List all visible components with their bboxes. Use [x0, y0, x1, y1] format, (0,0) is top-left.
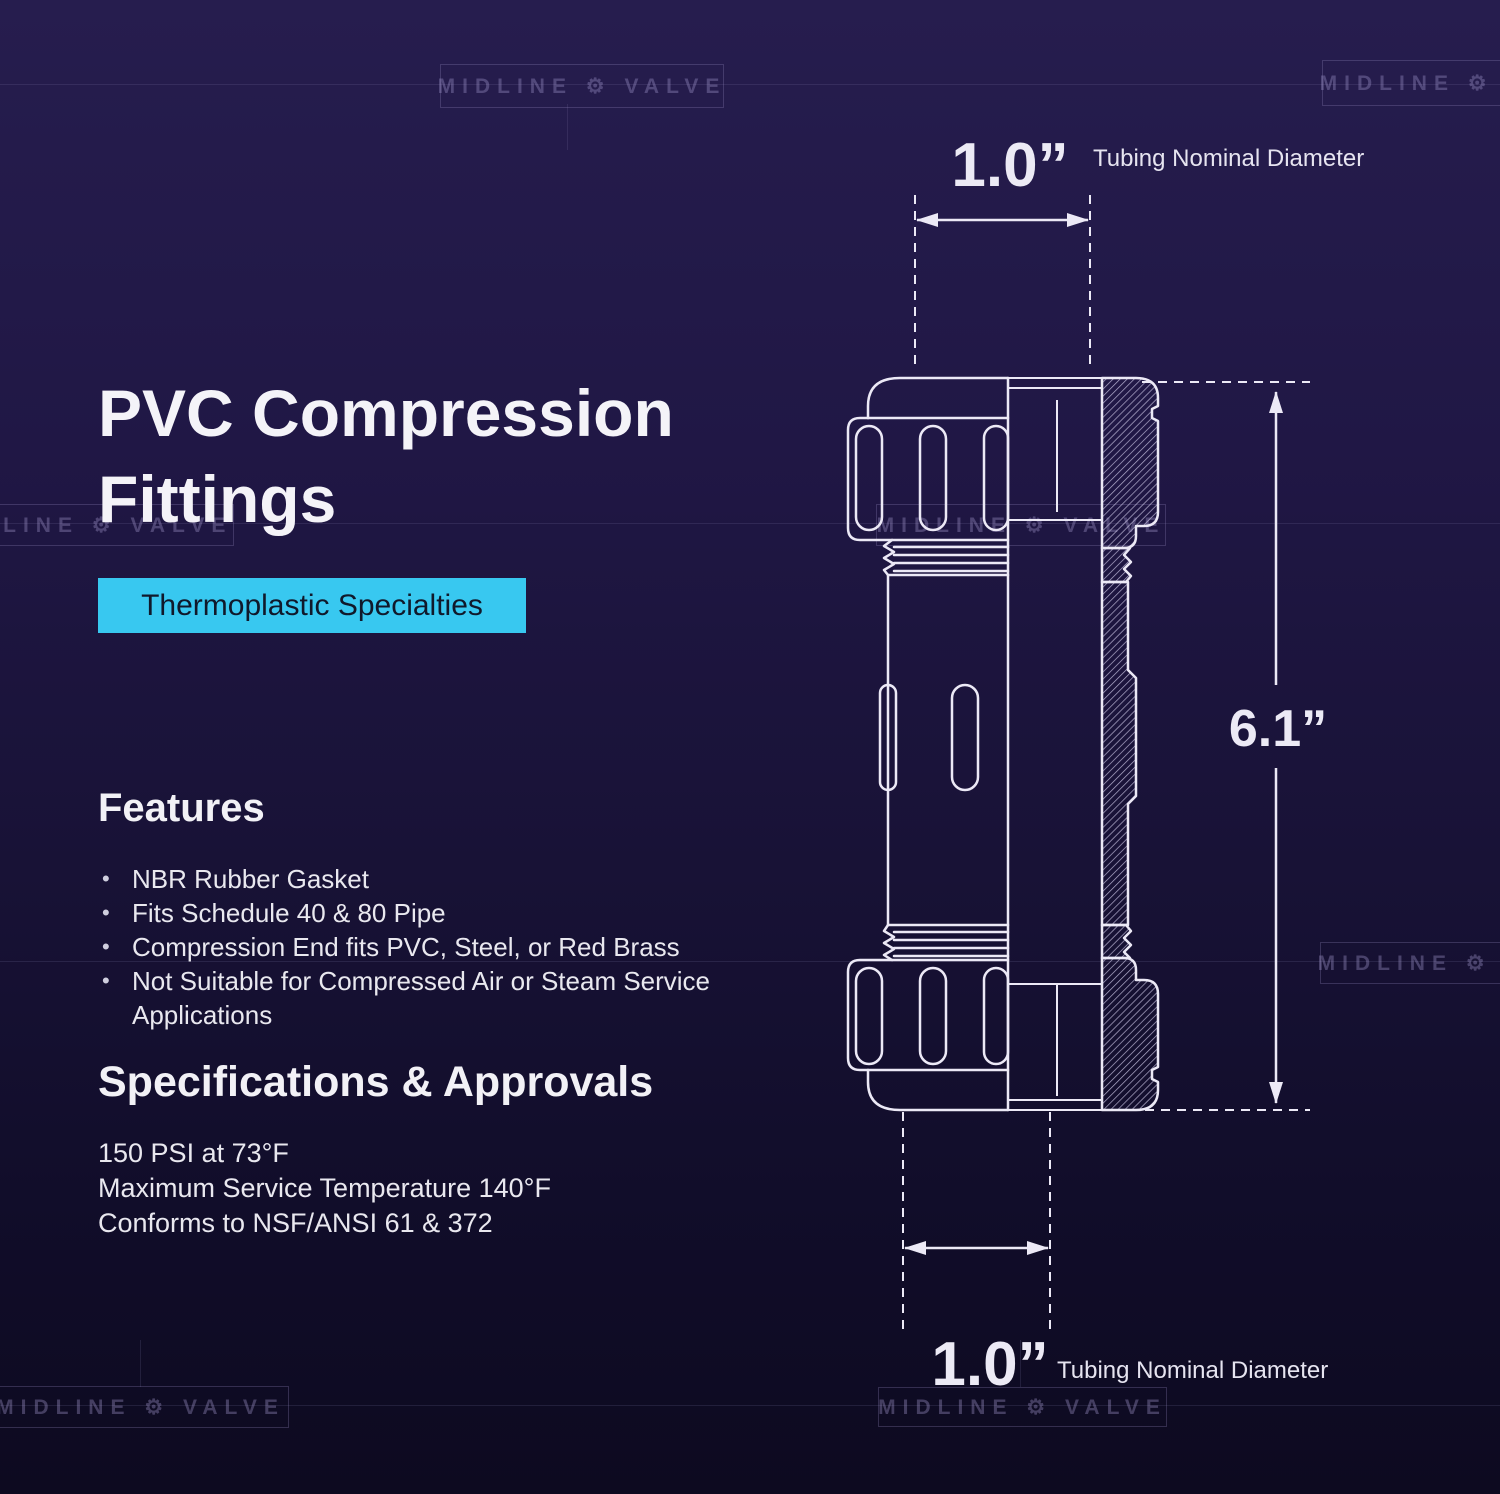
body-rib-slot: [878, 683, 898, 792]
top-dimension-label: Tubing Nominal Diameter: [1093, 145, 1364, 172]
nut-grip-slot: [854, 424, 884, 532]
fitting-technical-drawing: 1.0” Tubing Nominal Diameter: [846, 131, 1364, 1399]
grid-line-vertical: [1020, 1340, 1021, 1387]
grid-line-vertical: [140, 1340, 141, 1387]
body-rib-slot: [950, 683, 980, 792]
watermark: MIDLINE ⚙ VALVE: [0, 504, 234, 546]
page-title-line2: Fittings: [98, 462, 337, 536]
nut-grip-slot: [918, 966, 948, 1066]
nut-grip-slot: [982, 424, 1010, 532]
features-list: NBR Rubber Gasket Fits Schedule 40 & 80 …: [98, 862, 768, 1032]
fitting-outline-view: [846, 376, 1010, 1112]
watermark-text: MIDLINE ⚙ VALVE: [1317, 951, 1500, 975]
feature-item: Not Suitable for Compressed Air or Steam…: [98, 964, 768, 1032]
height-extension-lines: [1142, 381, 1310, 1111]
watermark: MIDLINE ⚙ VALVE: [437, 64, 727, 108]
specification-item: Conforms to NSF/ANSI 61 & 372: [98, 1208, 493, 1238]
watermark-text: MIDLINE ⚙ VALVE: [878, 1395, 1167, 1419]
top-extension-lines: [914, 195, 1091, 370]
specifications-heading: Specifications & Approvals: [98, 1058, 654, 1106]
height-dimension-value: 6.1”: [1229, 700, 1327, 758]
features-heading: Features: [98, 786, 265, 830]
watermark: MIDLINE ⚙ VALVE: [1319, 60, 1500, 106]
specification-item: 150 PSI at 73°F: [98, 1138, 289, 1168]
grid-line-horizontal: [0, 523, 1500, 524]
feature-item: Fits Schedule 40 & 80 Pipe: [98, 896, 768, 930]
brand-badge: Thermoplastic Specialties: [98, 578, 526, 633]
fitting-section-view: [1100, 376, 1160, 1112]
nut-grip-slot: [854, 966, 884, 1066]
watermark-text: MIDLINE ⚙ VALVE: [1319, 71, 1500, 95]
top-dimension-value: 1.0”: [951, 131, 1068, 200]
page-title-line1: PVC Compression: [98, 376, 674, 450]
section-inner-lines: [1008, 377, 1140, 1111]
bottom-extension-lines: [902, 1112, 1051, 1332]
specification-item: Maximum Service Temperature 140°F: [98, 1173, 551, 1203]
grid-line-horizontal: [0, 1405, 1500, 1406]
watermark-text: MIDLINE ⚙ VALVE: [0, 513, 233, 537]
watermark: MIDLINE ⚙ VALVE: [0, 1386, 289, 1428]
grid-line-vertical: [567, 104, 568, 150]
nut-grip-slot: [982, 966, 1010, 1066]
watermark: MIDLINE ⚙ VALVE: [878, 1387, 1167, 1427]
feature-item: NBR Rubber Gasket: [98, 862, 768, 896]
watermark-text: MIDLINE ⚙ VALVE: [0, 1395, 285, 1419]
grid-line-horizontal: [0, 84, 1500, 85]
brand-badge-label: Thermoplastic Specialties: [141, 588, 483, 622]
nut-grip-slot: [918, 424, 948, 532]
bottom-dimension-label: Tubing Nominal Diameter: [1057, 1357, 1328, 1384]
feature-item: Compression End fits PVC, Steel, or Red …: [98, 930, 768, 964]
specifications-list: 150 PSI at 73°F Maximum Service Temperat…: [98, 1136, 738, 1241]
watermark: MIDLINE ⚙ VALVE: [1317, 942, 1500, 984]
bottom-dimension-value: 1.0”: [931, 1330, 1048, 1399]
watermark-text: MIDLINE ⚙ VALVE: [437, 74, 727, 98]
page-title: PVC Compression Fittings: [98, 370, 674, 542]
